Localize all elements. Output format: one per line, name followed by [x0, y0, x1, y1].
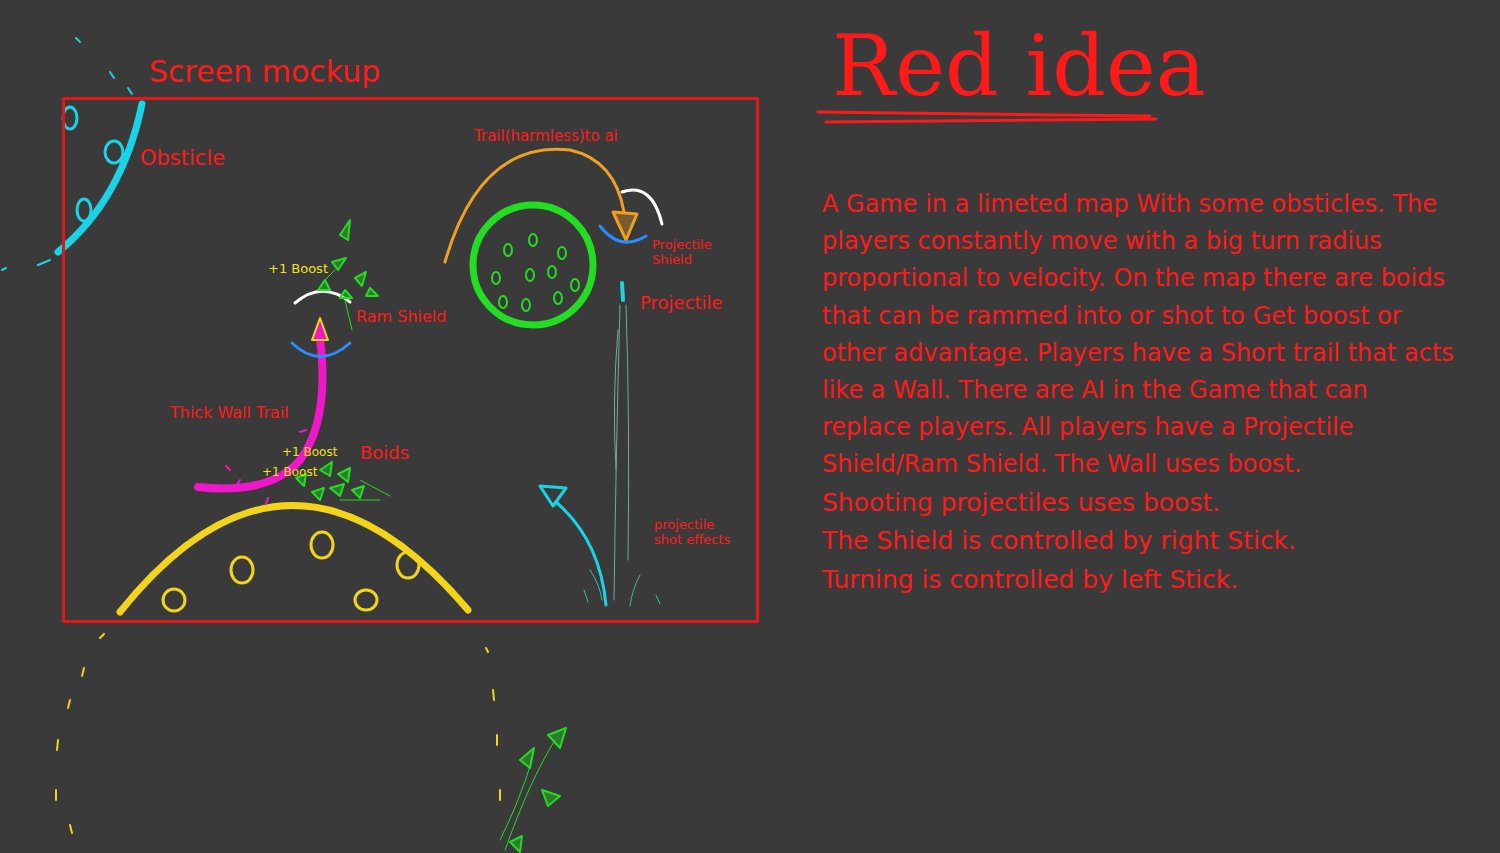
description-text: The Shield is controlled by right Stick. — [822, 522, 1462, 561]
projectile — [622, 283, 623, 300]
ai-trail — [445, 149, 624, 262]
crater — [77, 199, 91, 221]
crater — [63, 107, 77, 129]
frame-heading: Screen mockup — [149, 54, 380, 89]
boid-wake — [325, 270, 390, 500]
crater-group — [492, 234, 579, 311]
crater — [355, 590, 377, 610]
obstacle-arc — [58, 104, 142, 252]
shield-arc — [622, 190, 662, 224]
description-text: A Game in a limeted map With some obstic… — [822, 186, 1462, 484]
shield-arc — [600, 226, 646, 242]
shield-label: Ram Shield — [356, 308, 446, 326]
projectile-shield — [292, 343, 350, 357]
obstacle-arc — [120, 505, 468, 612]
obstacle-dash — [56, 634, 500, 833]
trail-label: Trail(harmless)to ai — [474, 128, 618, 145]
player-trail — [556, 502, 606, 605]
obstacle-dash — [2, 38, 132, 270]
projectile-trail — [614, 305, 629, 600]
boid-label: Boids — [360, 443, 409, 464]
player-ship — [540, 486, 566, 506]
projectile-label: Projectile — [640, 293, 723, 314]
description-text: Shooting projectiles uses boost. — [822, 484, 1462, 523]
boost-label: +1 Boost — [282, 446, 337, 460]
effect-label: projectile shot effects — [654, 518, 734, 548]
player-ship — [312, 318, 328, 340]
description-text: Turning is controlled by left Stick. — [822, 561, 1462, 600]
ai-ship — [613, 212, 637, 240]
shield-label: Projectile Shield — [652, 238, 718, 268]
boost-label: +1 Boost — [262, 466, 317, 480]
green-obstacle — [473, 205, 593, 325]
boid-wake — [500, 740, 555, 850]
description: A Game in a limeted map With some obstic… — [822, 186, 1462, 600]
crater — [311, 532, 333, 558]
wall-label: Thick Wall Trail — [170, 404, 289, 422]
title: Red idea — [832, 18, 1206, 115]
boid-group — [296, 220, 566, 852]
obstacle-label: Obsticle — [140, 146, 225, 170]
shot-effect — [584, 570, 660, 606]
crater — [397, 552, 419, 578]
boost-label: +1 Boost — [268, 262, 328, 277]
crater — [105, 141, 123, 163]
crater — [231, 557, 253, 583]
crater — [163, 589, 185, 611]
